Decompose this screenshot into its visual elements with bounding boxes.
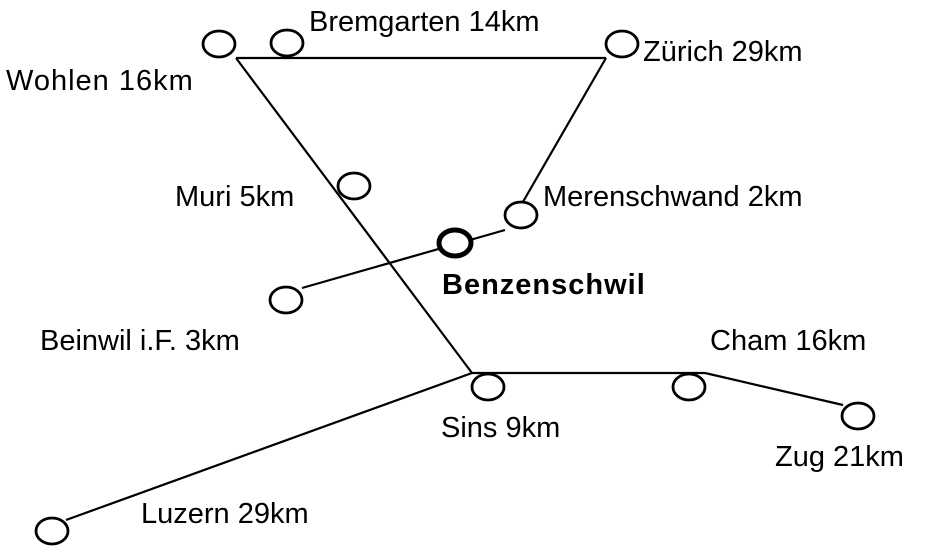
station-labels: Wohlen 16km Bremgarten 14km Zürich 29km …: [6, 6, 904, 530]
station-luzern-label: Luzern 29km: [141, 498, 309, 530]
station-wohlen-label: Wohlen 16km: [6, 65, 194, 97]
line-zuerich-merenschwand: [519, 57, 607, 208]
station-beinwil-marker[interactable]: [268, 285, 304, 315]
station-muri-marker[interactable]: [336, 171, 372, 201]
station-zuerich-label: Zürich 29km: [643, 36, 803, 68]
station-bremgarten-marker[interactable]: [269, 28, 305, 58]
station-merenschwand-marker[interactable]: [503, 200, 539, 230]
station-zug-label: Zug 21km: [775, 441, 904, 473]
station-bremgarten-label: Bremgarten 14km: [309, 6, 540, 38]
station-zug-marker[interactable]: [840, 401, 876, 431]
line-cham-zug: [704, 371, 844, 407]
line-sins-luzern: [65, 371, 473, 522]
station-benzenschwil-marker[interactable]: [436, 227, 474, 259]
station-luzern-marker[interactable]: [34, 516, 70, 546]
station-benzenschwil-label: Benzenschwil: [442, 269, 646, 301]
route-lines: [65, 56, 844, 522]
line-wohlen-sins: [235, 57, 473, 374]
station-sins-marker[interactable]: [470, 372, 506, 402]
station-muri-label: Muri 5km: [175, 181, 294, 213]
station-sins-label: Sins 9km: [441, 412, 560, 444]
station-zuerich-marker[interactable]: [604, 29, 640, 59]
station-markers: [34, 28, 876, 546]
station-wohlen-marker[interactable]: [201, 29, 237, 59]
station-cham-label: Cham 16km: [710, 325, 866, 357]
station-merenschwand-label: Merenschwand 2km: [543, 181, 803, 213]
station-cham-marker[interactable]: [671, 372, 707, 402]
station-beinwil-label: Beinwil i.F. 3km: [40, 325, 240, 357]
